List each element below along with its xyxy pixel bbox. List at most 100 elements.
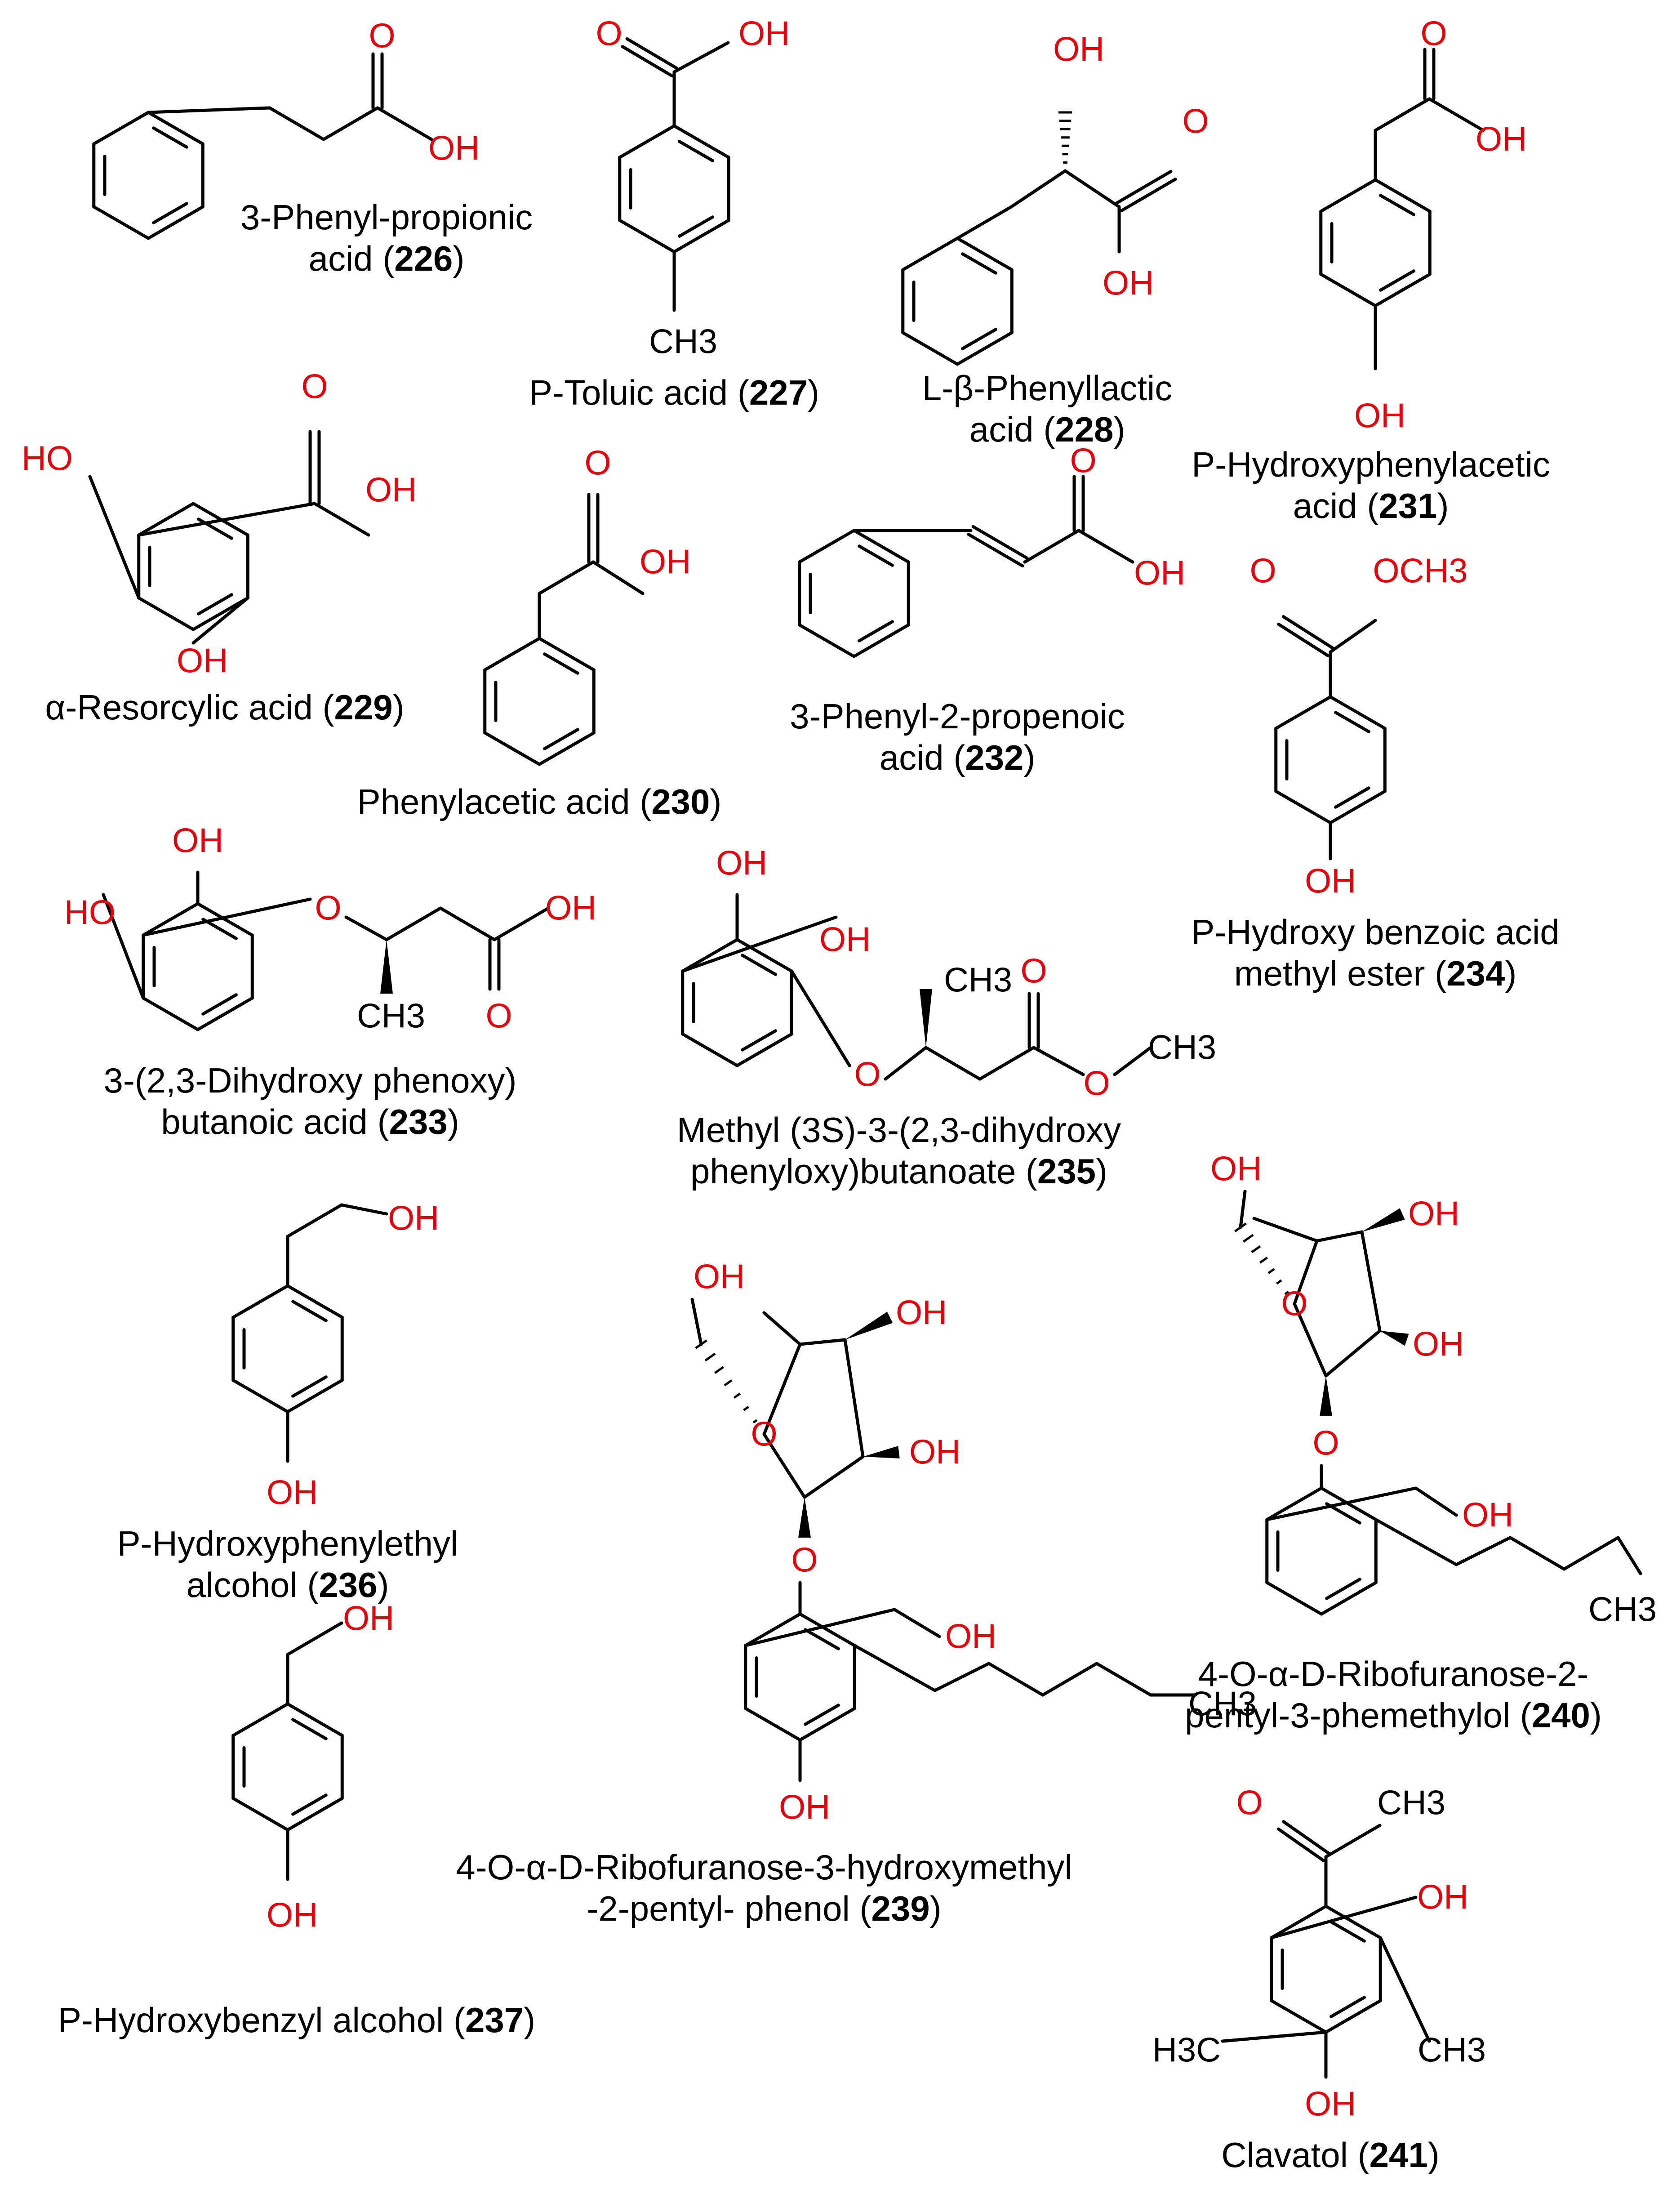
compound-number: 228 [1055,410,1113,449]
caption-line: pentyl-3-phemethylol (240) [1185,1695,1602,1735]
compound-number: 240 [1532,1695,1590,1735]
atom-label: O [1083,1065,1110,1103]
bond [1360,1230,1382,1333]
bond [1379,269,1415,292]
bond [152,202,188,224]
bond [1282,1820,1330,1855]
compound-240: OHOHOHOOOHCH34-O-α-D-Ribofuranose-2-pent… [1185,1150,1657,1735]
hash-bond [752,1419,758,1424]
atom-label: OH [388,1200,439,1238]
atom-label: OH [896,1294,947,1332]
bond [804,1704,840,1726]
caption-line: 4-O-α-D-Ribofuranose-3-hydroxymethyl [456,1847,1072,1887]
atom-label: OH [267,1474,318,1512]
bond [678,215,714,238]
wedge-bond [845,1311,893,1340]
bond [798,623,856,658]
atom-label: OH [1408,1195,1459,1233]
bond [987,1662,1045,1697]
atom-label: CH3 [944,961,1012,999]
atom-label: OH [694,1258,745,1296]
bond [1334,786,1370,809]
bond [196,902,254,937]
bond [340,1203,388,1216]
bond [1041,1662,1098,1697]
bond [196,996,254,1031]
bond [1324,1904,1382,1940]
atom-label: H3C [1152,2031,1221,2069]
bond [744,1612,802,1647]
compound-number: 232 [965,738,1023,777]
bond [1324,1999,1382,2034]
bond [741,954,777,976]
atom-label: OH [428,129,480,168]
bond [142,902,200,937]
bond [1329,789,1387,825]
atom-label: O [751,1415,777,1454]
bond [1120,178,1177,213]
bond [681,1032,739,1067]
bond [798,529,856,564]
compound-number: 235 [1037,1151,1096,1191]
atom-label: OH [172,822,223,860]
atom-label: O [369,17,395,55]
bond [1330,1920,1366,1943]
bond [1324,1329,1382,1378]
bond [1329,695,1387,730]
compound-239: OHOHOHOOOHCH3OH4-O-α-D-Ribofuranose-3-hy… [456,1258,1257,1929]
atom-label: OH [1462,1496,1513,1534]
bond [1277,622,1330,657]
bond [291,1793,328,1816]
atom-label: CH3 [357,997,425,1035]
compound-number: 237 [465,2000,524,2040]
caption-line: L-β-Phenyllactic [922,368,1172,408]
bond [744,1707,802,1742]
bond [852,529,910,564]
bond [1414,1486,1458,1517]
bond [971,525,1029,560]
atom-label: OCH3 [1373,552,1467,590]
wedge-bond [920,989,932,1048]
bond [322,106,379,141]
bond [286,1284,344,1319]
caption-line: butanoic acid (233) [161,1102,459,1142]
bond [843,1338,865,1458]
bond [762,1342,802,1436]
bond [538,560,595,595]
bond [1374,178,1432,213]
bond [1009,169,1067,209]
caption-line: alcohol (236) [187,1565,389,1605]
bond [493,906,550,941]
atom-label: OH [1417,1878,1468,1917]
atom-label: O [596,15,622,53]
atom-label: OH [1413,1325,1464,1364]
bond [1324,1824,1382,1859]
atom-label: OH [1305,2085,1356,2123]
bond [803,1455,865,1499]
bond [1374,97,1431,132]
bond [798,1338,847,1346]
bond [92,205,150,240]
atom-label: CH3 [1588,1591,1657,1629]
atom-label: OH [1134,554,1185,593]
bond [1276,1827,1325,1862]
bond [621,45,674,78]
bond [933,1662,991,1692]
atom-label: OH [545,889,596,928]
atom-label: O [584,444,611,482]
bond [291,1375,328,1398]
atom-label: OH [365,471,417,509]
bond [137,502,316,537]
bond [853,1644,937,1692]
bond [1562,1536,1620,1571]
bond [1379,194,1415,216]
bond [1032,1046,1085,1076]
bond [137,502,195,537]
caption-line: Clavatol (241) [1221,2135,1440,2175]
bond [744,1608,896,1647]
